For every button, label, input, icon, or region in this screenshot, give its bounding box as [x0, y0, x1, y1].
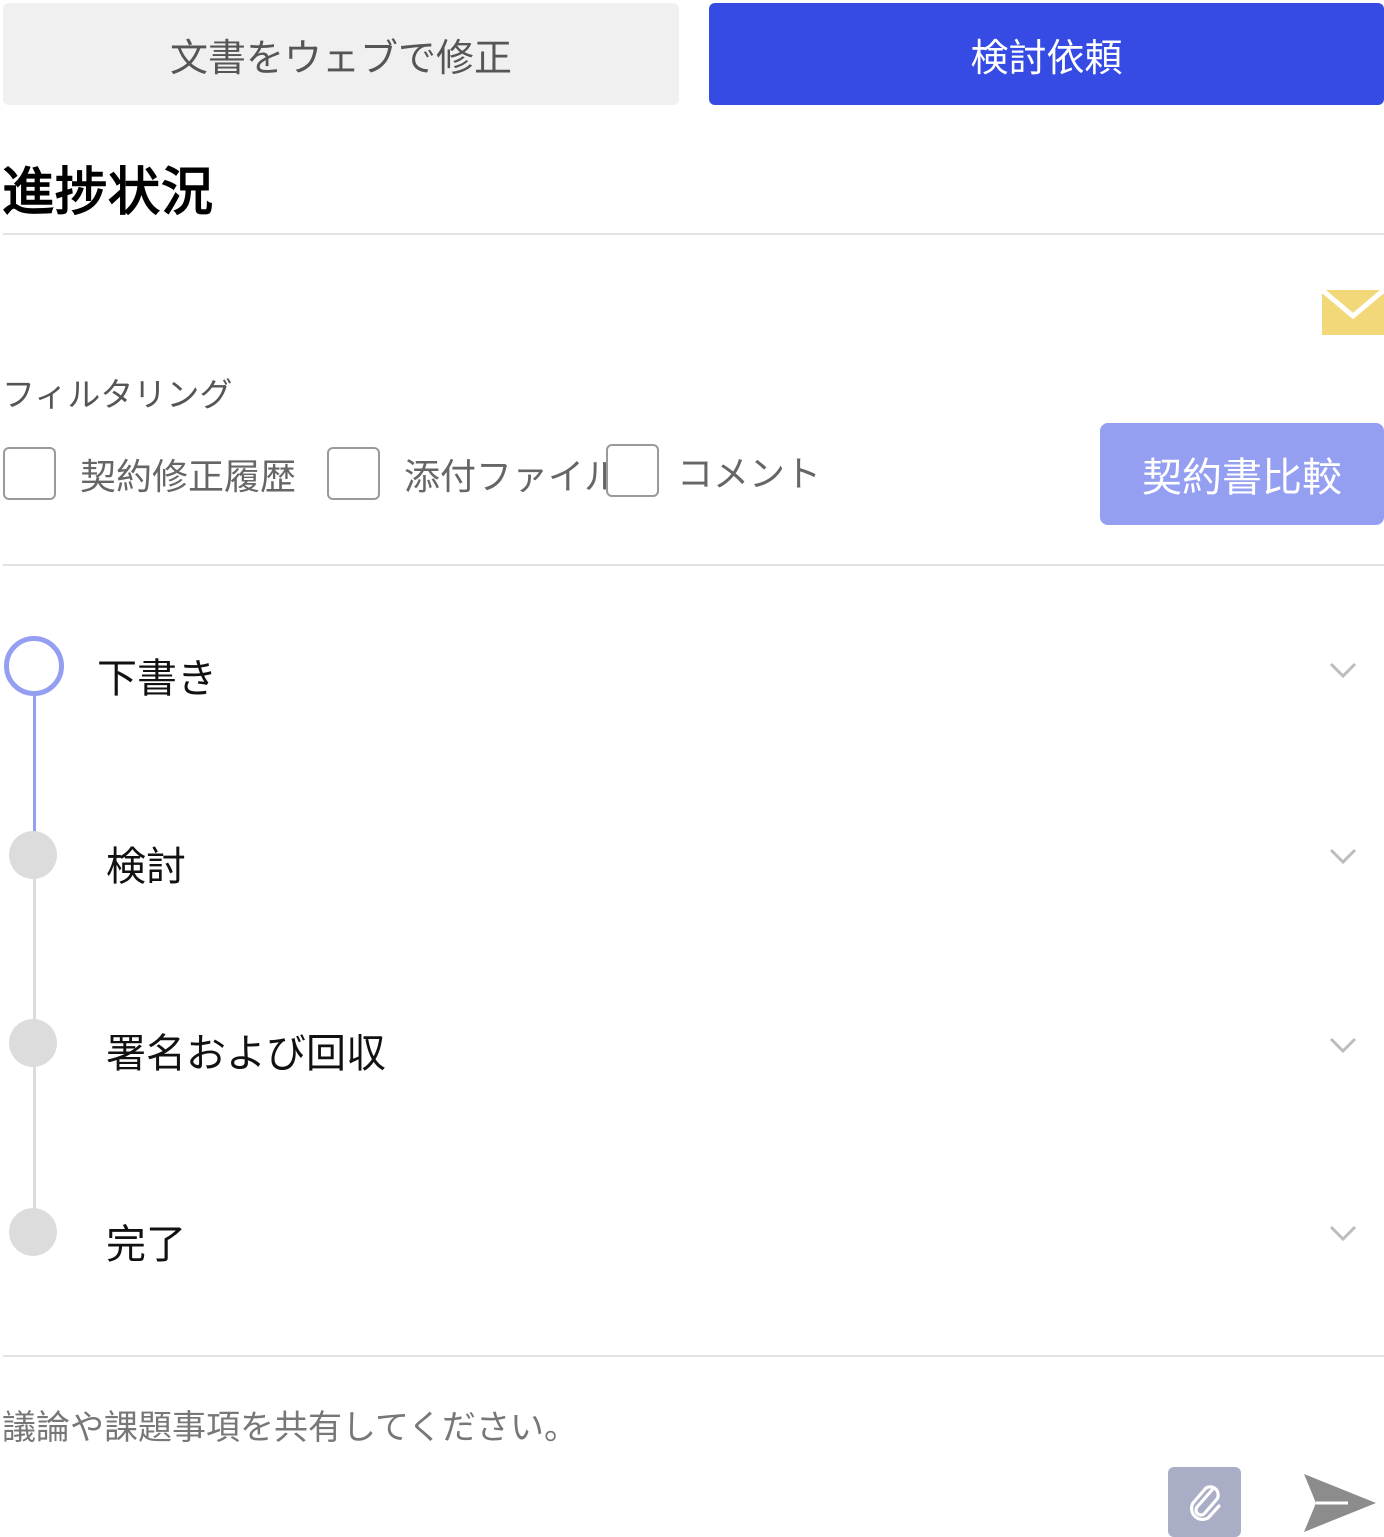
divider: [3, 233, 1384, 235]
timeline-connector: [33, 1066, 36, 1210]
step-status-inactive-icon: [9, 1019, 57, 1067]
comment-input[interactable]: 議論や課題事項を共有してください。: [2, 1408, 578, 1448]
step-label-draft[interactable]: 下書き: [97, 656, 217, 702]
send-icon[interactable]: [1302, 1472, 1378, 1534]
paperclip-icon: [1189, 1485, 1221, 1522]
step-status-active-icon: [4, 636, 64, 696]
comments-checkbox[interactable]: [606, 444, 659, 497]
attachments-checkbox[interactable]: [327, 447, 380, 500]
mail-icon[interactable]: [1322, 290, 1384, 335]
filter-label: フィルタリング: [2, 375, 233, 414]
step-label-signing[interactable]: 署名および回収: [106, 1031, 386, 1077]
timeline-connector-active: [33, 694, 36, 832]
chevron-down-icon[interactable]: [1328, 661, 1358, 679]
step-label-review[interactable]: 検討: [106, 844, 186, 890]
divider: [3, 1355, 1384, 1357]
page-title: 進捗状況: [2, 163, 215, 223]
filter-option-comments[interactable]: コメント: [606, 444, 821, 497]
compare-contracts-button[interactable]: 契約書比較: [1100, 423, 1384, 525]
step-status-inactive-icon: [9, 1208, 57, 1256]
revision-history-label: 契約修正履歴: [80, 456, 297, 498]
edit-on-web-button[interactable]: 文書をウェブで修正: [3, 3, 679, 105]
chevron-down-icon[interactable]: [1328, 1036, 1358, 1054]
timeline-connector: [33, 878, 36, 1022]
chevron-down-icon[interactable]: [1328, 847, 1358, 865]
attachments-label: 添付ファイル: [404, 456, 621, 498]
step-status-inactive-icon: [9, 831, 57, 879]
step-label-complete[interactable]: 完了: [106, 1222, 186, 1268]
filter-option-attachments[interactable]: 添付ファイル: [327, 447, 620, 500]
filter-option-revision-history[interactable]: 契約修正履歴: [3, 447, 296, 500]
comments-label: コメント: [677, 453, 822, 495]
chevron-down-icon[interactable]: [1328, 1224, 1358, 1242]
divider: [3, 564, 1384, 566]
request-review-button[interactable]: 検討依頼: [709, 3, 1384, 105]
revision-history-checkbox[interactable]: [3, 447, 56, 500]
attach-file-button[interactable]: [1168, 1467, 1241, 1537]
